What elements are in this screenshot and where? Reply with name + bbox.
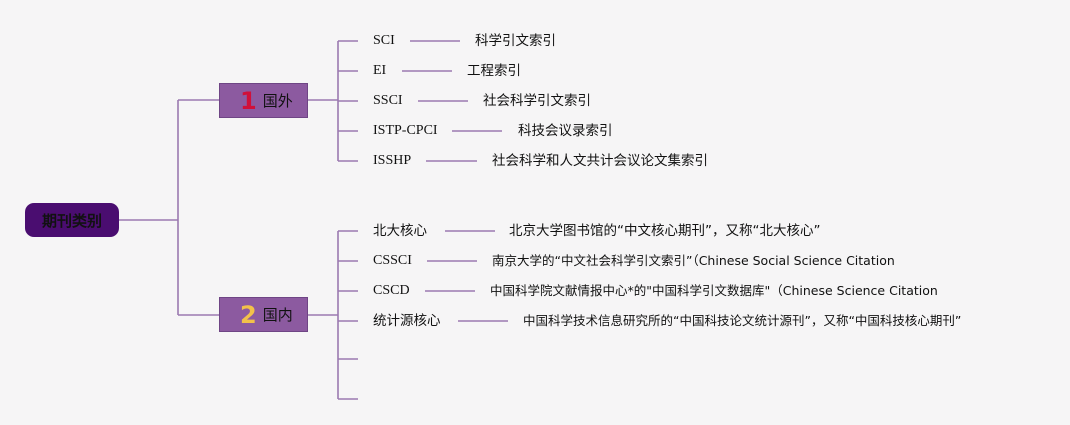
leaf-description: 南京大学的“中文社会科学引文索引”（Chinese Social Science… <box>492 253 895 268</box>
leaf-node[interactable]: CSCD <box>373 283 410 298</box>
branch-label-domestic: 国内 <box>262 306 293 324</box>
root-node[interactable]: 期刊类别 <box>25 203 119 237</box>
branch-node-foreign[interactable]: 1 国外 <box>219 83 308 118</box>
leaf-description: 北京大学图书馆的“中文核心期刊”，又称“北大核心” <box>509 223 821 239</box>
leaf-node[interactable]: ISTP-CPCI <box>373 123 438 138</box>
leaf-description: 科技会议录索引 <box>518 123 613 139</box>
leaf-description: 工程索引 <box>467 63 521 79</box>
leaf-node[interactable]: SCI <box>373 33 395 48</box>
branch-node-domestic[interactable]: 2 国内 <box>219 297 308 332</box>
root-label: 期刊类别 <box>41 211 102 230</box>
leaf-description: 中国科学技术信息研究所的“中国科技论文统计源刊”，又称“中国科技核心期刊” <box>523 313 962 328</box>
leaf-node[interactable]: 统计源核心 <box>373 313 441 329</box>
leaf-description: 中国科学院文献情报中心*的"中国科学引文数据库"（Chinese Science… <box>490 283 938 298</box>
leaf-description: 社会科学和人文共计会议论文集索引 <box>492 153 708 169</box>
leaf-node[interactable]: SSCI <box>373 93 403 108</box>
branch-label-foreign: 国外 <box>262 92 293 110</box>
leaf-node[interactable]: CSSCI <box>373 253 412 268</box>
leaf-description: 科学引文索引 <box>475 33 556 49</box>
leaf-node[interactable]: 北大核心 <box>373 223 427 239</box>
leaf-node[interactable]: EI <box>373 63 387 78</box>
leaf-node[interactable]: ISSHP <box>373 153 412 168</box>
number-2-icon: 2 <box>240 300 257 329</box>
leaf-description: 社会科学引文索引 <box>483 93 591 109</box>
number-1-icon: 1 <box>240 86 257 115</box>
